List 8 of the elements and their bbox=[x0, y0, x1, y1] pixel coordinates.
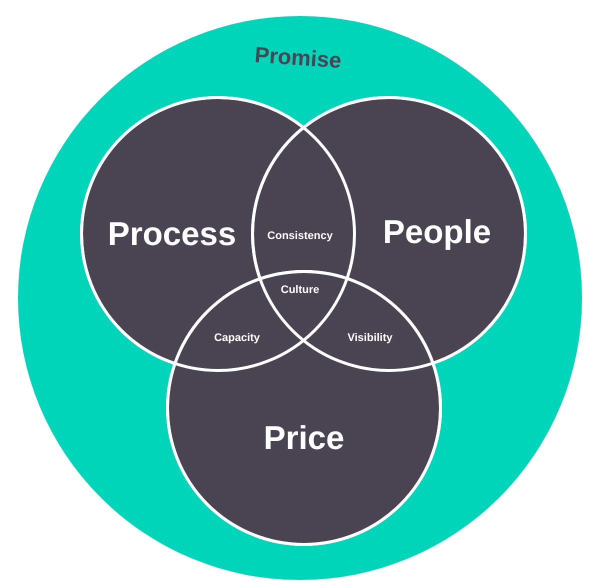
circle-label: Price bbox=[264, 419, 344, 457]
circle-label: Process bbox=[108, 215, 236, 253]
overlap-label: Capacity bbox=[214, 332, 260, 344]
overlap-label: Visibility bbox=[347, 332, 393, 344]
outer-label: Promise bbox=[254, 42, 342, 74]
overlap-label: Culture bbox=[280, 284, 320, 296]
overlap-label: Consistency bbox=[267, 230, 333, 242]
circle-label: People bbox=[382, 213, 492, 251]
